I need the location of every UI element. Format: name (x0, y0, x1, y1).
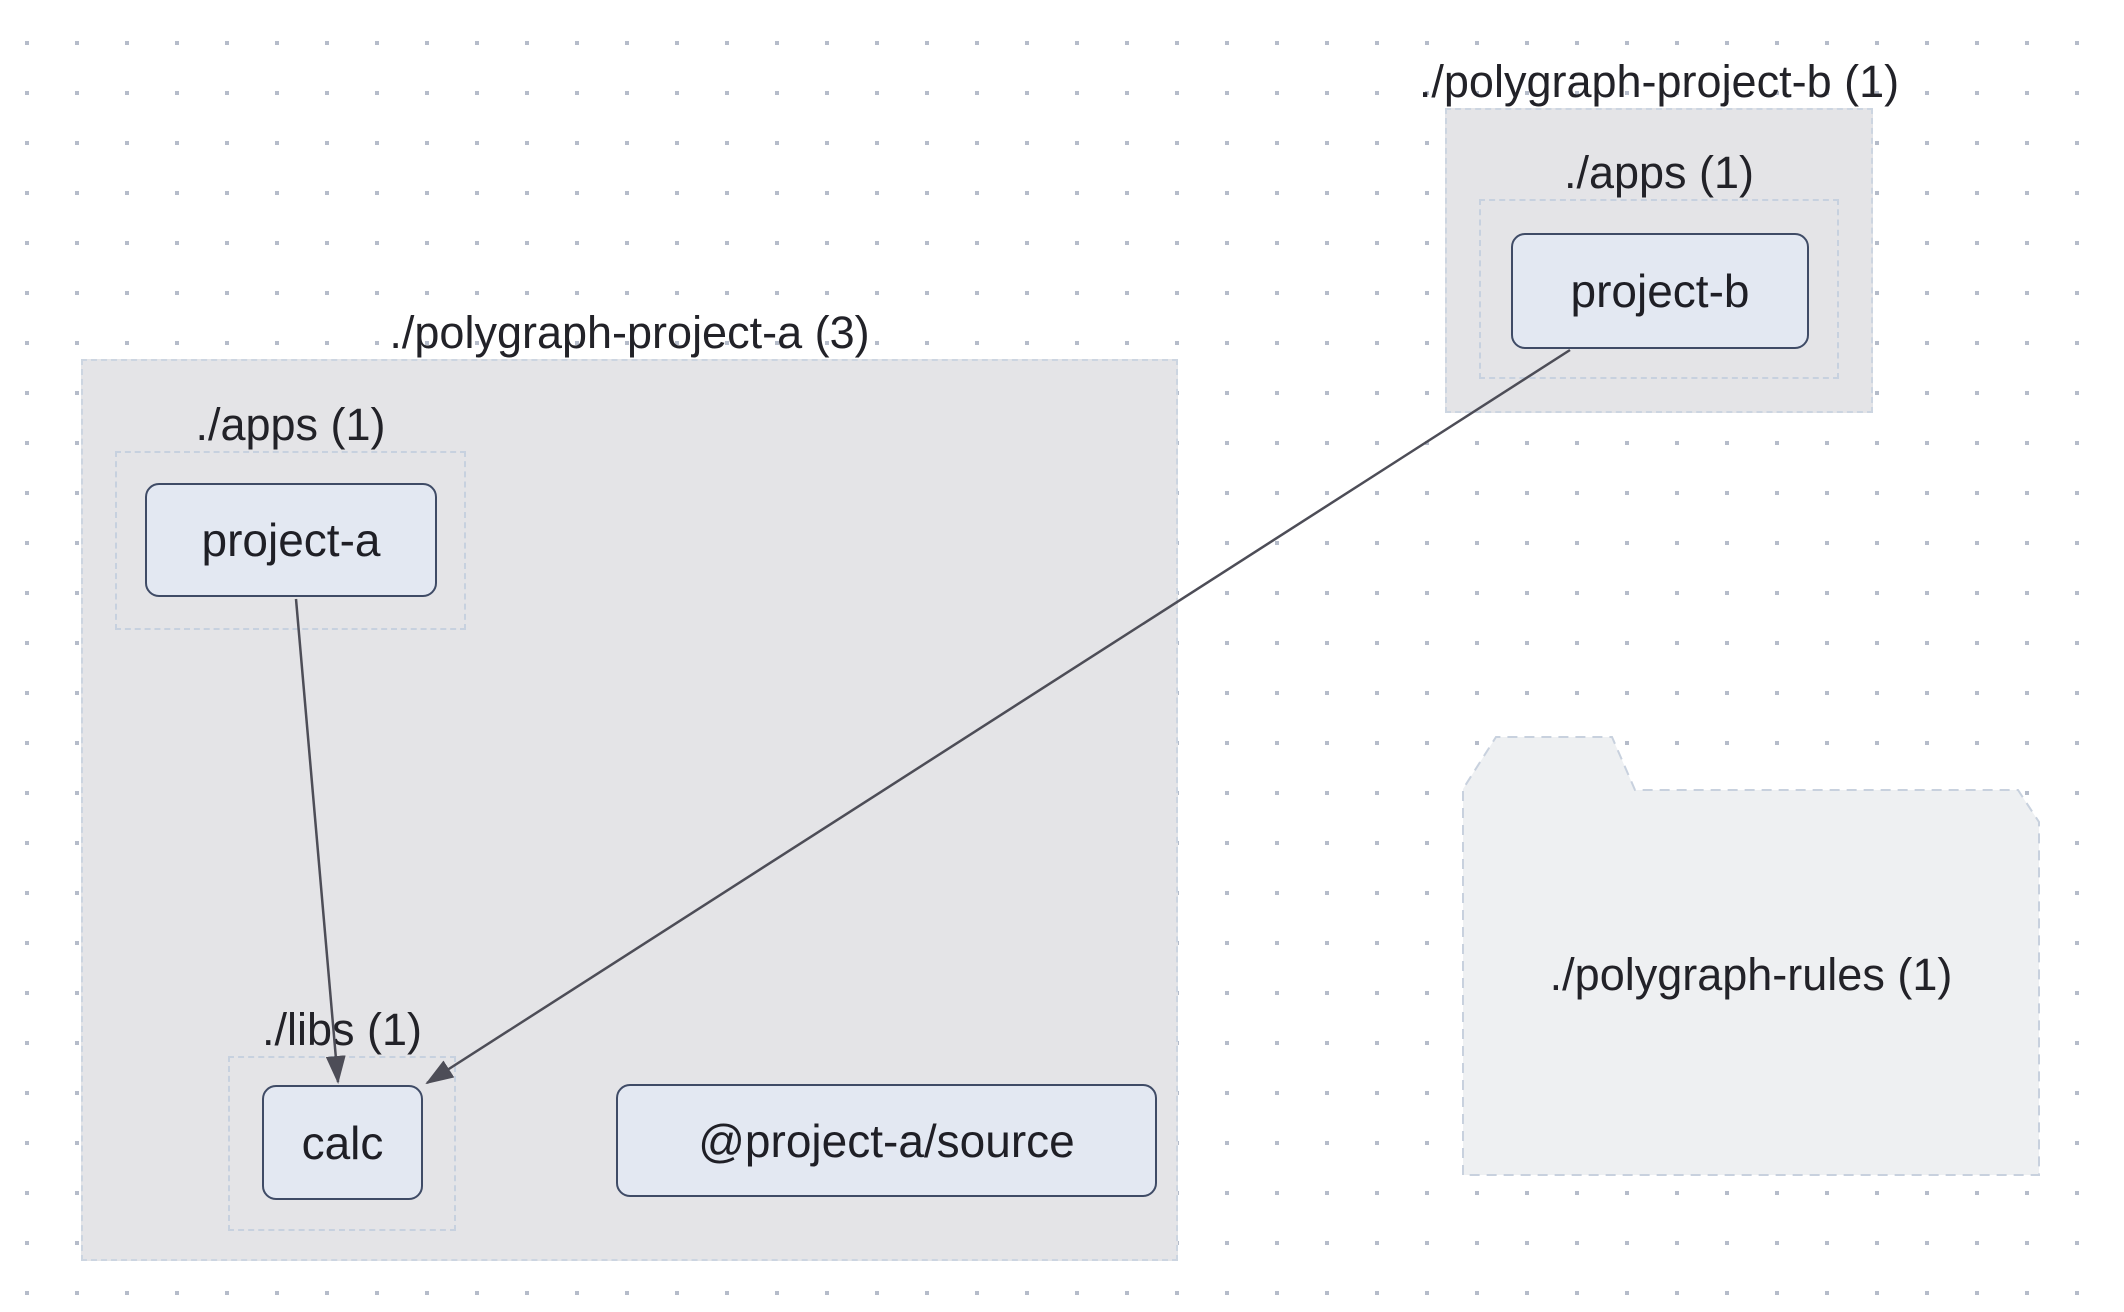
subgroup-label-apps-b: ./apps (1) (1563, 147, 1755, 198)
node-source[interactable]: @project-a/source (616, 1084, 1157, 1197)
subgroup-label-libs-a: ./libs (1) (261, 1004, 423, 1055)
folder-rules-shape[interactable] (1462, 736, 2040, 1176)
subgroup-label-apps-a: ./apps (1) (195, 399, 386, 450)
node-label-project-a: project-a (201, 514, 381, 566)
node-label-project-b: project-b (1570, 265, 1750, 317)
folder-rules-label: ./polygraph-rules (1) (1549, 949, 1953, 1000)
group-title-project-a: ./polygraph-project-a (3) (389, 307, 870, 358)
node-label-source: @project-a/source (698, 1114, 1075, 1167)
group-title-project-b: ./polygraph-project-b (1) (1418, 56, 1900, 107)
node-project-b[interactable]: project-b (1511, 233, 1809, 349)
node-label-calc: calc (301, 1116, 384, 1169)
subgroup-apps-b[interactable] (1479, 199, 1839, 379)
node-project-a[interactable]: project-a (145, 483, 437, 597)
node-calc[interactable]: calc (262, 1085, 423, 1200)
